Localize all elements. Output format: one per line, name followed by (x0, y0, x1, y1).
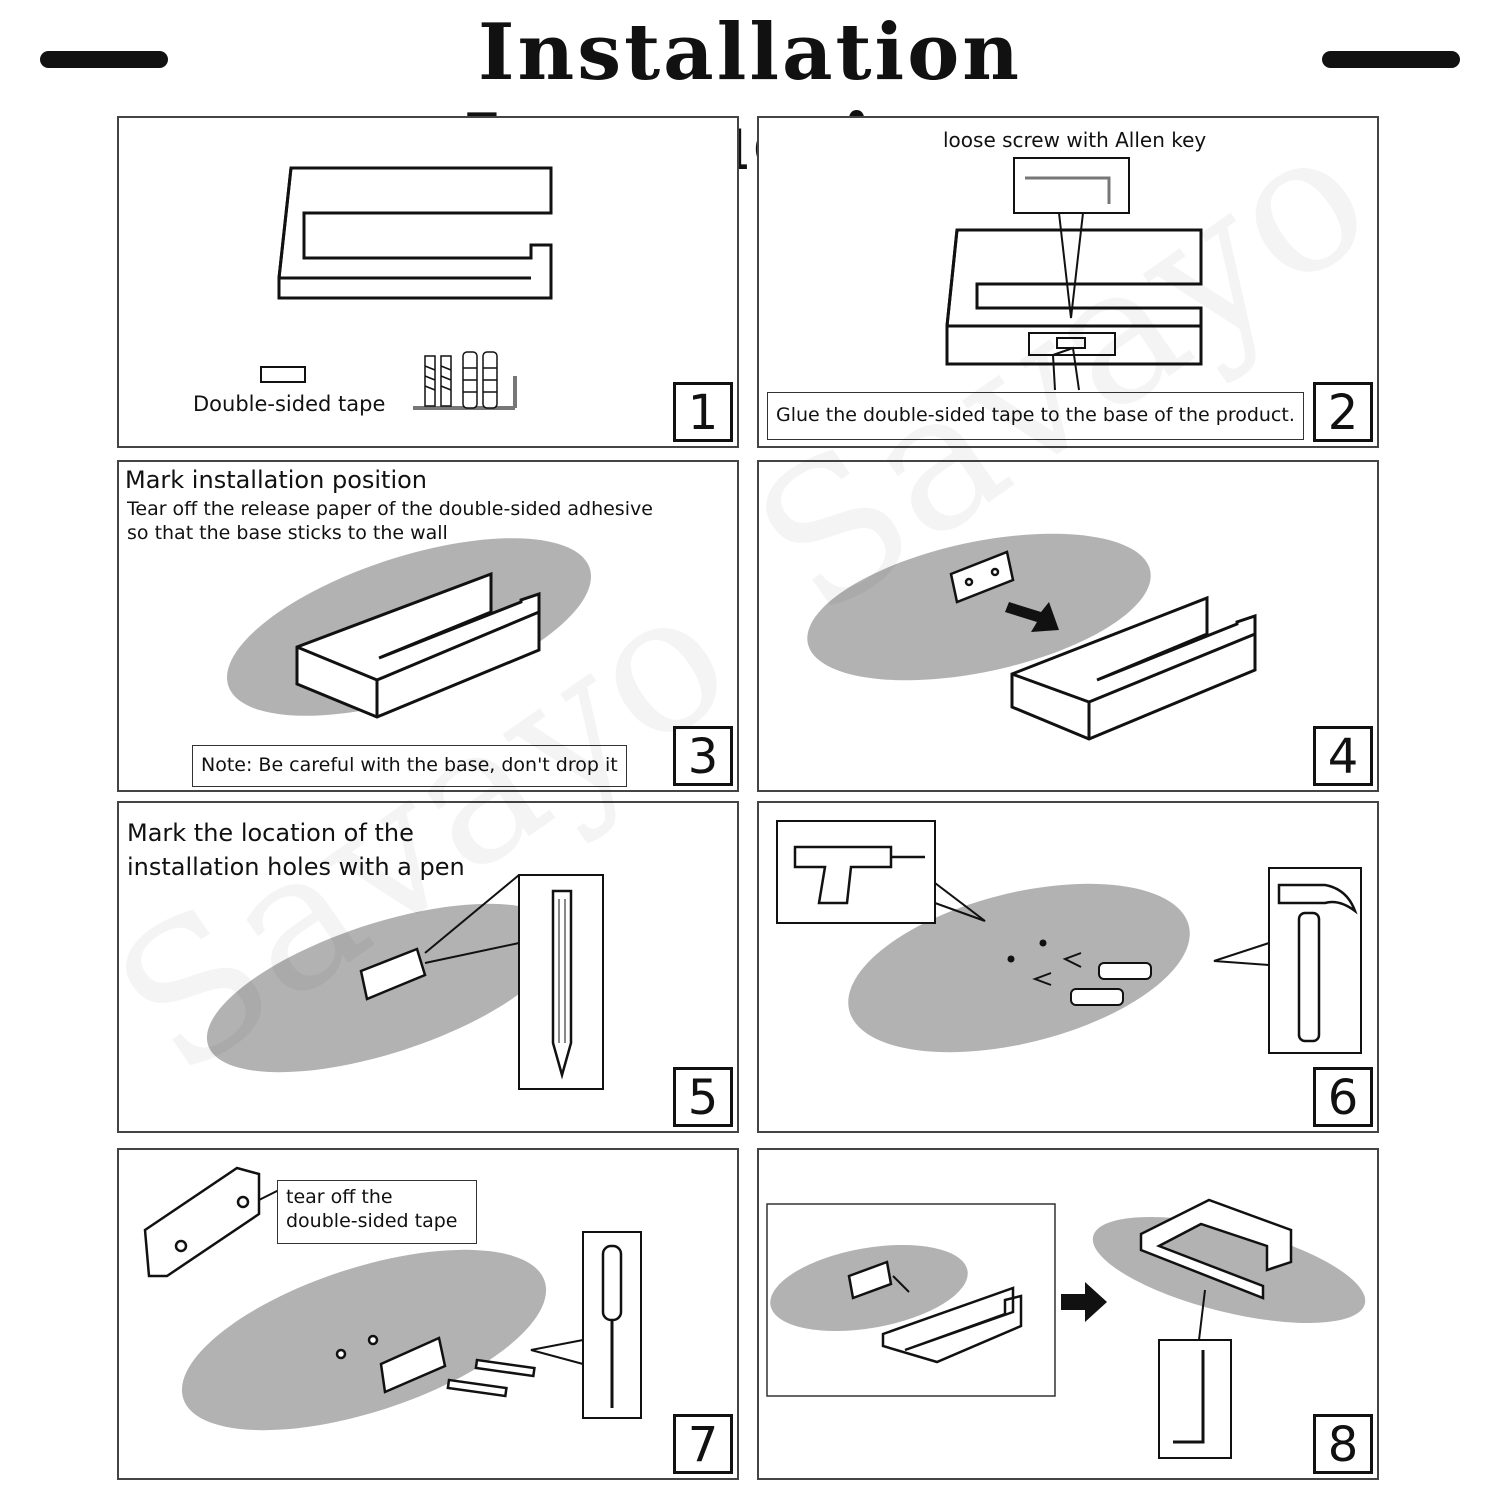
drill-icon (793, 845, 893, 905)
mounted-holder (1139, 1198, 1293, 1300)
step-6-illustration (776, 820, 1362, 1054)
step-1-illustration (260, 166, 553, 410)
bracket-closeup (143, 1166, 261, 1278)
screwdriver-icon (601, 1244, 623, 1322)
step-7-panel: tear off the double-sided tape 7 (117, 1148, 739, 1480)
step-2-bottom-label: Glue the double-sided tape to the base o… (767, 392, 1304, 440)
step-5-line-1: Mark the location of the (127, 819, 414, 847)
step-number-4: 4 (1313, 726, 1373, 786)
wall-shadow (181, 1249, 547, 1431)
title-row: Installation Instructions (0, 0, 1500, 188)
base-bracket (359, 947, 427, 1001)
arrow-icon (1005, 602, 1059, 632)
tape-label: Double-sided tape (193, 392, 386, 416)
step-2-top-label: loose screw with Allen key (943, 128, 1207, 152)
step-7-illustration (143, 1166, 642, 1431)
anchor-top (1098, 962, 1152, 980)
step-3-heading: Mark installation position (125, 466, 428, 494)
base-bracket (847, 1260, 893, 1300)
step-6-panel: 6 (757, 801, 1379, 1133)
holder-outline (881, 1286, 1023, 1364)
base-plate (1028, 332, 1116, 356)
step-4-panel: 4 (757, 460, 1379, 792)
screws-and-anchors (424, 351, 498, 409)
hammer-icon (1297, 911, 1321, 1043)
screw-top (474, 1358, 536, 1378)
step-number-5: 5 (673, 1067, 733, 1127)
step-number-8: 8 (1313, 1414, 1373, 1474)
step-7-line-2: double-sided tape (286, 1210, 458, 1232)
step-8-illustration (766, 1198, 1366, 1459)
screw-bottom (446, 1378, 508, 1398)
step-1-panel: Double-sided tape 1 (117, 116, 739, 448)
step-number-7: 7 (673, 1414, 733, 1474)
allen-key-callout (1013, 157, 1130, 214)
arrow-icon (1061, 1282, 1107, 1322)
step-number-6: 6 (1313, 1067, 1373, 1127)
step-7-line-1: tear off the (286, 1186, 393, 1208)
pencil-icon (551, 889, 573, 1080)
step-3-note: Note: Be careful with the base, don't dr… (192, 745, 627, 787)
step-4-illustration (807, 533, 1257, 741)
step-3-illustration (227, 538, 591, 719)
step-3-line-2: so that the base sticks to the wall (127, 522, 448, 544)
title-bar-right (1322, 51, 1460, 68)
holder-outline (945, 228, 1203, 366)
allen-key-callout (1158, 1339, 1232, 1459)
step-5-illustration (206, 874, 604, 1090)
step-2-panel: loose screw with Allen key Glue the doub… (757, 116, 1379, 448)
holder-outline (1010, 595, 1257, 741)
step-2-illustration (945, 157, 1203, 391)
step-5-line-2: installation holes with a pen (127, 853, 465, 881)
holder-outline (277, 166, 553, 300)
step-number-3: 3 (673, 726, 733, 786)
step-number-2: 2 (1313, 382, 1373, 442)
anchor-bottom (1070, 988, 1124, 1006)
wall-shadow (848, 883, 1190, 1053)
base-bracket (949, 550, 1015, 604)
drill-callout (776, 820, 936, 924)
step-5-panel: Mark the location of the installation ho… (117, 801, 739, 1133)
step-number-1: 1 (673, 382, 733, 442)
step-3-line-1: Tear off the release paper of the double… (127, 498, 653, 520)
step-7-callout: tear off the double-sided tape (277, 1180, 477, 1244)
step-8-panel: 8 (757, 1148, 1379, 1480)
tape-rect (260, 366, 306, 383)
holder-outline (295, 571, 541, 719)
title-bar-left (40, 51, 168, 68)
step-3-panel: Mark installation position Tear off the … (117, 460, 739, 792)
wall-shadow (807, 533, 1151, 681)
allen-key-icon (1173, 1350, 1205, 1444)
base-bracket (379, 1336, 447, 1394)
